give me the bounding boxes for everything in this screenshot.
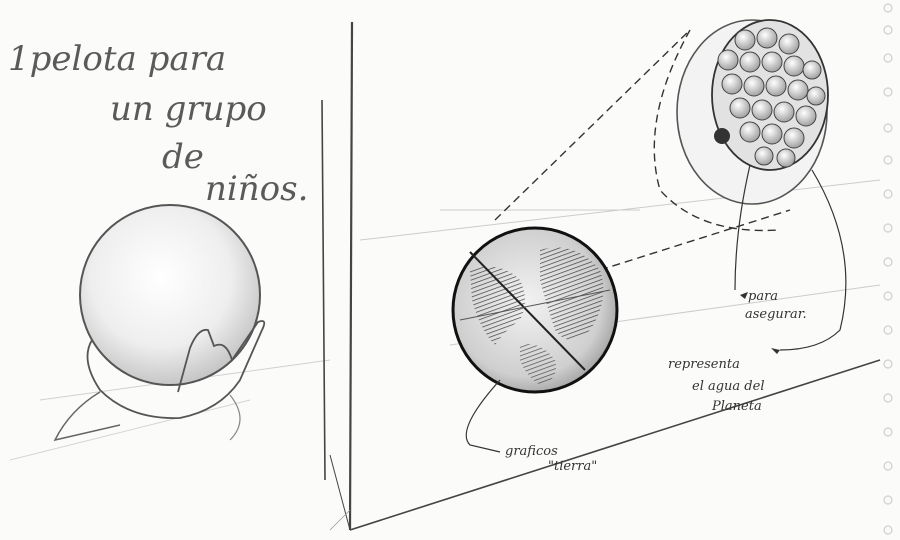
annotation-agua: representa el agua del Planeta xyxy=(668,357,764,414)
annotation-graficos: graficos "tierra" xyxy=(505,444,597,474)
graficos-leader xyxy=(466,380,500,452)
svg-text:asegurar.: asegurar. xyxy=(745,307,807,322)
notebook-margin xyxy=(884,4,892,534)
svg-text:de: de xyxy=(162,137,204,177)
svg-text:un grupo: un grupo xyxy=(110,89,267,129)
svg-text:graficos: graficos xyxy=(505,444,558,459)
svg-text:el agua del: el agua del xyxy=(692,379,764,394)
svg-text:representa: representa xyxy=(668,357,740,372)
svg-text:Planeta: Planeta xyxy=(711,399,762,414)
ball-on-hand xyxy=(10,205,330,460)
annotation-para-asegurar: para asegurar. xyxy=(745,289,807,322)
svg-text:niños.: niños. xyxy=(205,169,308,209)
svg-text:1pelota para: 1pelota para xyxy=(8,39,226,79)
earth-globe xyxy=(453,228,617,392)
svg-text:"tierra": "tierra" xyxy=(548,459,597,474)
svg-text:para: para xyxy=(748,289,778,304)
title-handwriting: 1pelota para un grupo de niños. xyxy=(8,39,308,209)
